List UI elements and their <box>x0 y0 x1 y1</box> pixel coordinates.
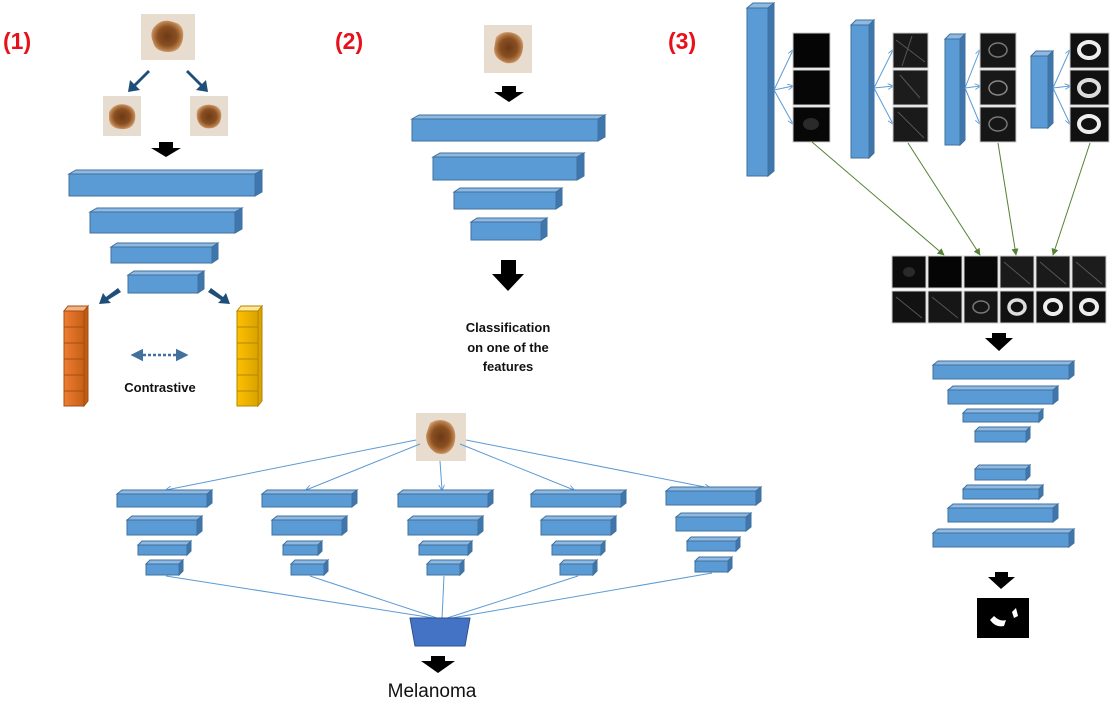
feature-vector-orange <box>62 304 90 408</box>
down-arrow-icon <box>988 572 1015 589</box>
feature-map-image <box>979 32 1017 69</box>
decoder-layer <box>973 463 1032 482</box>
down-arrow-icon <box>151 142 181 157</box>
feature-map-column-2 <box>892 32 929 143</box>
encoder-layer <box>410 114 607 142</box>
feature-map-image <box>963 255 999 289</box>
down-left-arrow-icon <box>99 288 121 304</box>
down-arrow-icon <box>421 656 455 673</box>
classification-label-line-3: features <box>483 359 534 374</box>
feature-map-image <box>979 69 1017 106</box>
feature-map-image <box>963 290 999 324</box>
panel-3-segmentation <box>745 1 1110 638</box>
skin-lesion-image <box>416 413 466 461</box>
cnn-stage-2 <box>849 18 876 160</box>
encoder-layer <box>452 187 564 210</box>
contrastive-label: Contrastive <box>124 380 196 395</box>
augmented-lesion-image-2 <box>190 96 228 136</box>
feature-map-image <box>1035 290 1071 324</box>
feature-map-column-1 <box>792 32 831 143</box>
down-arrow-icon <box>494 86 524 102</box>
decoder-layer <box>946 384 1060 406</box>
decoder-layer <box>946 502 1060 524</box>
decoder-layer <box>961 483 1045 501</box>
encoder-layer <box>431 152 586 181</box>
panel-label-3: (3) <box>668 28 696 54</box>
cnn-stage-1 <box>745 1 776 178</box>
decoder-layer <box>931 527 1076 549</box>
feature-fan-connectors <box>773 50 1070 124</box>
feature-map-image <box>1069 69 1110 106</box>
panel-1-contrastive: Contrastive <box>62 14 264 408</box>
ensemble-encoder-1 <box>115 488 214 577</box>
feature-map-image <box>1069 32 1110 69</box>
ensemble-encoder-5 <box>664 485 763 574</box>
classification-label-line-1: Classification <box>466 320 551 335</box>
decoder-layer <box>931 359 1076 381</box>
feature-vector-yellow <box>235 304 264 408</box>
panel-label-2: (2) <box>335 28 363 54</box>
skin-lesion-image <box>141 14 195 60</box>
ensemble-combiner <box>409 617 471 647</box>
feature-map-image <box>979 106 1017 143</box>
feature-map-column-3 <box>979 32 1017 143</box>
concatenated-feature-maps <box>891 255 1107 324</box>
feature-map-image <box>792 69 831 106</box>
decoder-layer <box>961 407 1045 424</box>
ensemble-encoder-4 <box>529 488 628 577</box>
feature-map-column-4 <box>1069 32 1110 143</box>
segmentation-mask-image <box>977 598 1029 638</box>
ensemble-encoder-3 <box>396 488 495 577</box>
down-left-arrow-icon <box>128 70 150 92</box>
encoder-layer <box>67 169 264 197</box>
encoder-layer <box>88 207 244 234</box>
skip-connectors <box>811 141 1091 256</box>
cnn-stage-3 <box>943 32 967 147</box>
melanoma-output-label: Melanoma <box>388 681 477 702</box>
cnn-stage-4 <box>1029 49 1055 130</box>
encoder-layer <box>109 242 220 264</box>
panel-2-classification: Classification on one of the features <box>410 25 607 374</box>
ensemble-encoder-2 <box>260 488 359 577</box>
skin-lesion-image <box>484 25 532 73</box>
feature-map-image <box>1069 106 1110 143</box>
classification-label-line-2: on one of the <box>467 340 549 355</box>
decoder-layer <box>973 425 1032 444</box>
feature-map-image <box>792 32 831 69</box>
feature-map-image <box>1071 290 1107 324</box>
encoder-layer <box>126 270 206 294</box>
down-right-arrow-icon <box>208 288 230 304</box>
ensemble-section: Melanoma <box>115 413 763 702</box>
feature-map-image <box>927 290 963 324</box>
feature-map-image <box>927 255 963 289</box>
encoder-layer <box>469 217 549 241</box>
down-right-arrow-icon <box>186 70 208 92</box>
down-arrow-icon <box>985 333 1013 351</box>
panel-label-1: (1) <box>3 28 31 54</box>
input-connectors <box>166 439 710 490</box>
output-connectors <box>165 572 713 620</box>
down-arrow-icon <box>492 260 524 291</box>
augmented-lesion-image-1 <box>103 96 141 136</box>
feature-map-image <box>999 290 1035 324</box>
